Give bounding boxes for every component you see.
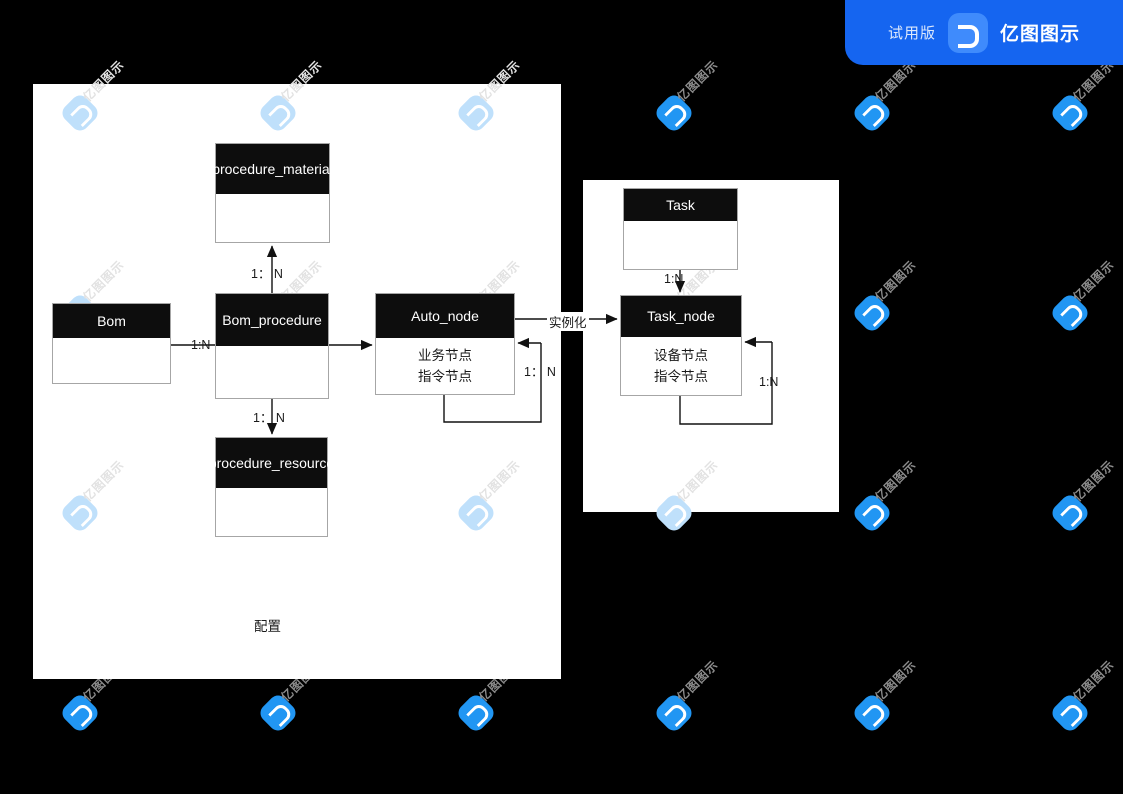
watermark-mark: 亿图图示: [1048, 258, 1123, 336]
watermark-mark: 亿图图示: [1048, 658, 1123, 736]
edge-label-instantiate: 实例化: [547, 312, 589, 331]
edraw-watermark-icon: [1048, 491, 1092, 535]
entity-task[interactable]: Task: [623, 188, 738, 270]
watermark-mark: 亿图图示: [652, 658, 779, 736]
entity-body: 业务节点 指令节点: [418, 348, 472, 384]
entity-task-node[interactable]: Task_node 设备节点 指令节点: [620, 295, 742, 396]
entity-title: Task_node: [621, 296, 741, 337]
entity-auto-node[interactable]: Auto_node 业务节点 指令节点: [375, 293, 515, 395]
entity-title: procedure_resource: [209, 438, 334, 488]
brand-name: 亿图图示: [1000, 24, 1081, 45]
watermark-mark: 亿图图示: [850, 58, 977, 136]
watermark-mark: 亿图图示: [850, 258, 977, 336]
watermark-text: 亿图图示: [674, 657, 722, 705]
entity-body: [216, 488, 327, 536]
watermark-text: 亿图图示: [674, 57, 722, 105]
watermark-mark: 亿图图示: [850, 458, 977, 536]
entity-body: [53, 338, 170, 383]
entity-body: [216, 346, 328, 398]
entity-body: 设备节点 指令节点: [654, 348, 708, 384]
edraw-watermark-icon: [850, 91, 894, 135]
entity-title: Task: [624, 189, 737, 221]
edge-label-task-to-task-node: 1:N: [664, 272, 684, 286]
edraw-watermark-icon: [1048, 291, 1092, 335]
entity-body: [624, 221, 737, 269]
trial-label: 试用版: [887, 25, 936, 42]
watermark-mark: 亿图图示: [1048, 458, 1123, 536]
entity-title: Bom: [53, 304, 170, 338]
watermark-mark: 亿图图示: [850, 658, 977, 736]
watermark-text: 亿图图示: [872, 457, 920, 505]
edraw-watermark-icon: [850, 291, 894, 335]
edraw-watermark-icon: [652, 91, 696, 135]
watermark-mark: 亿图图示: [256, 658, 383, 736]
edraw-watermark-icon: [256, 691, 300, 735]
entity-procedure-resource[interactable]: procedure_resource: [209, 437, 334, 537]
edge-label-bom-procedure-to-material: 1： N: [251, 267, 283, 281]
edraw-watermark-icon: [850, 691, 894, 735]
trial-badge[interactable]: 试用版 亿图图示: [845, 0, 1123, 65]
edraw-watermark-icon: [1048, 91, 1092, 135]
watermark-mark: 亿图图示: [454, 658, 581, 736]
entity-title: procedure_material: [212, 144, 333, 194]
entity-body: [216, 194, 329, 242]
entity-procedure-material[interactable]: procedure_material: [212, 143, 333, 243]
entity-bom[interactable]: Bom: [52, 303, 171, 384]
watermark-text: 亿图图示: [1070, 457, 1118, 505]
edge-label-task-node-self: 1:N: [759, 375, 779, 389]
edraw-watermark-icon: [454, 691, 498, 735]
edraw-logo-icon: [948, 12, 988, 53]
edge-label-bom-to-bom-procedure: 1:N: [191, 338, 211, 352]
entity-title: Bom_procedure: [216, 294, 328, 346]
edraw-watermark-icon: [58, 691, 102, 735]
edraw-watermark-icon: [652, 691, 696, 735]
panel-caption-configuration: 配置: [254, 619, 281, 634]
edraw-watermark-icon: [1048, 691, 1092, 735]
watermark-mark: 亿图图示: [1048, 58, 1123, 136]
watermark-text: 亿图图示: [872, 657, 920, 705]
watermark-text: 亿图图示: [1070, 257, 1118, 305]
entity-bom-procedure[interactable]: Bom_procedure: [215, 293, 329, 399]
watermark-text: 亿图图示: [872, 257, 920, 305]
edge-label-bom-procedure-to-resource: 1： N: [253, 411, 285, 425]
watermark-mark: 亿图图示: [58, 658, 185, 736]
entity-title: Auto_node: [376, 294, 514, 338]
edge-label-auto-node-self: 1： N: [524, 365, 556, 379]
watermark-mark: 亿图图示: [652, 58, 779, 136]
watermark-text: 亿图图示: [1070, 657, 1118, 705]
edraw-watermark-icon: [850, 491, 894, 535]
